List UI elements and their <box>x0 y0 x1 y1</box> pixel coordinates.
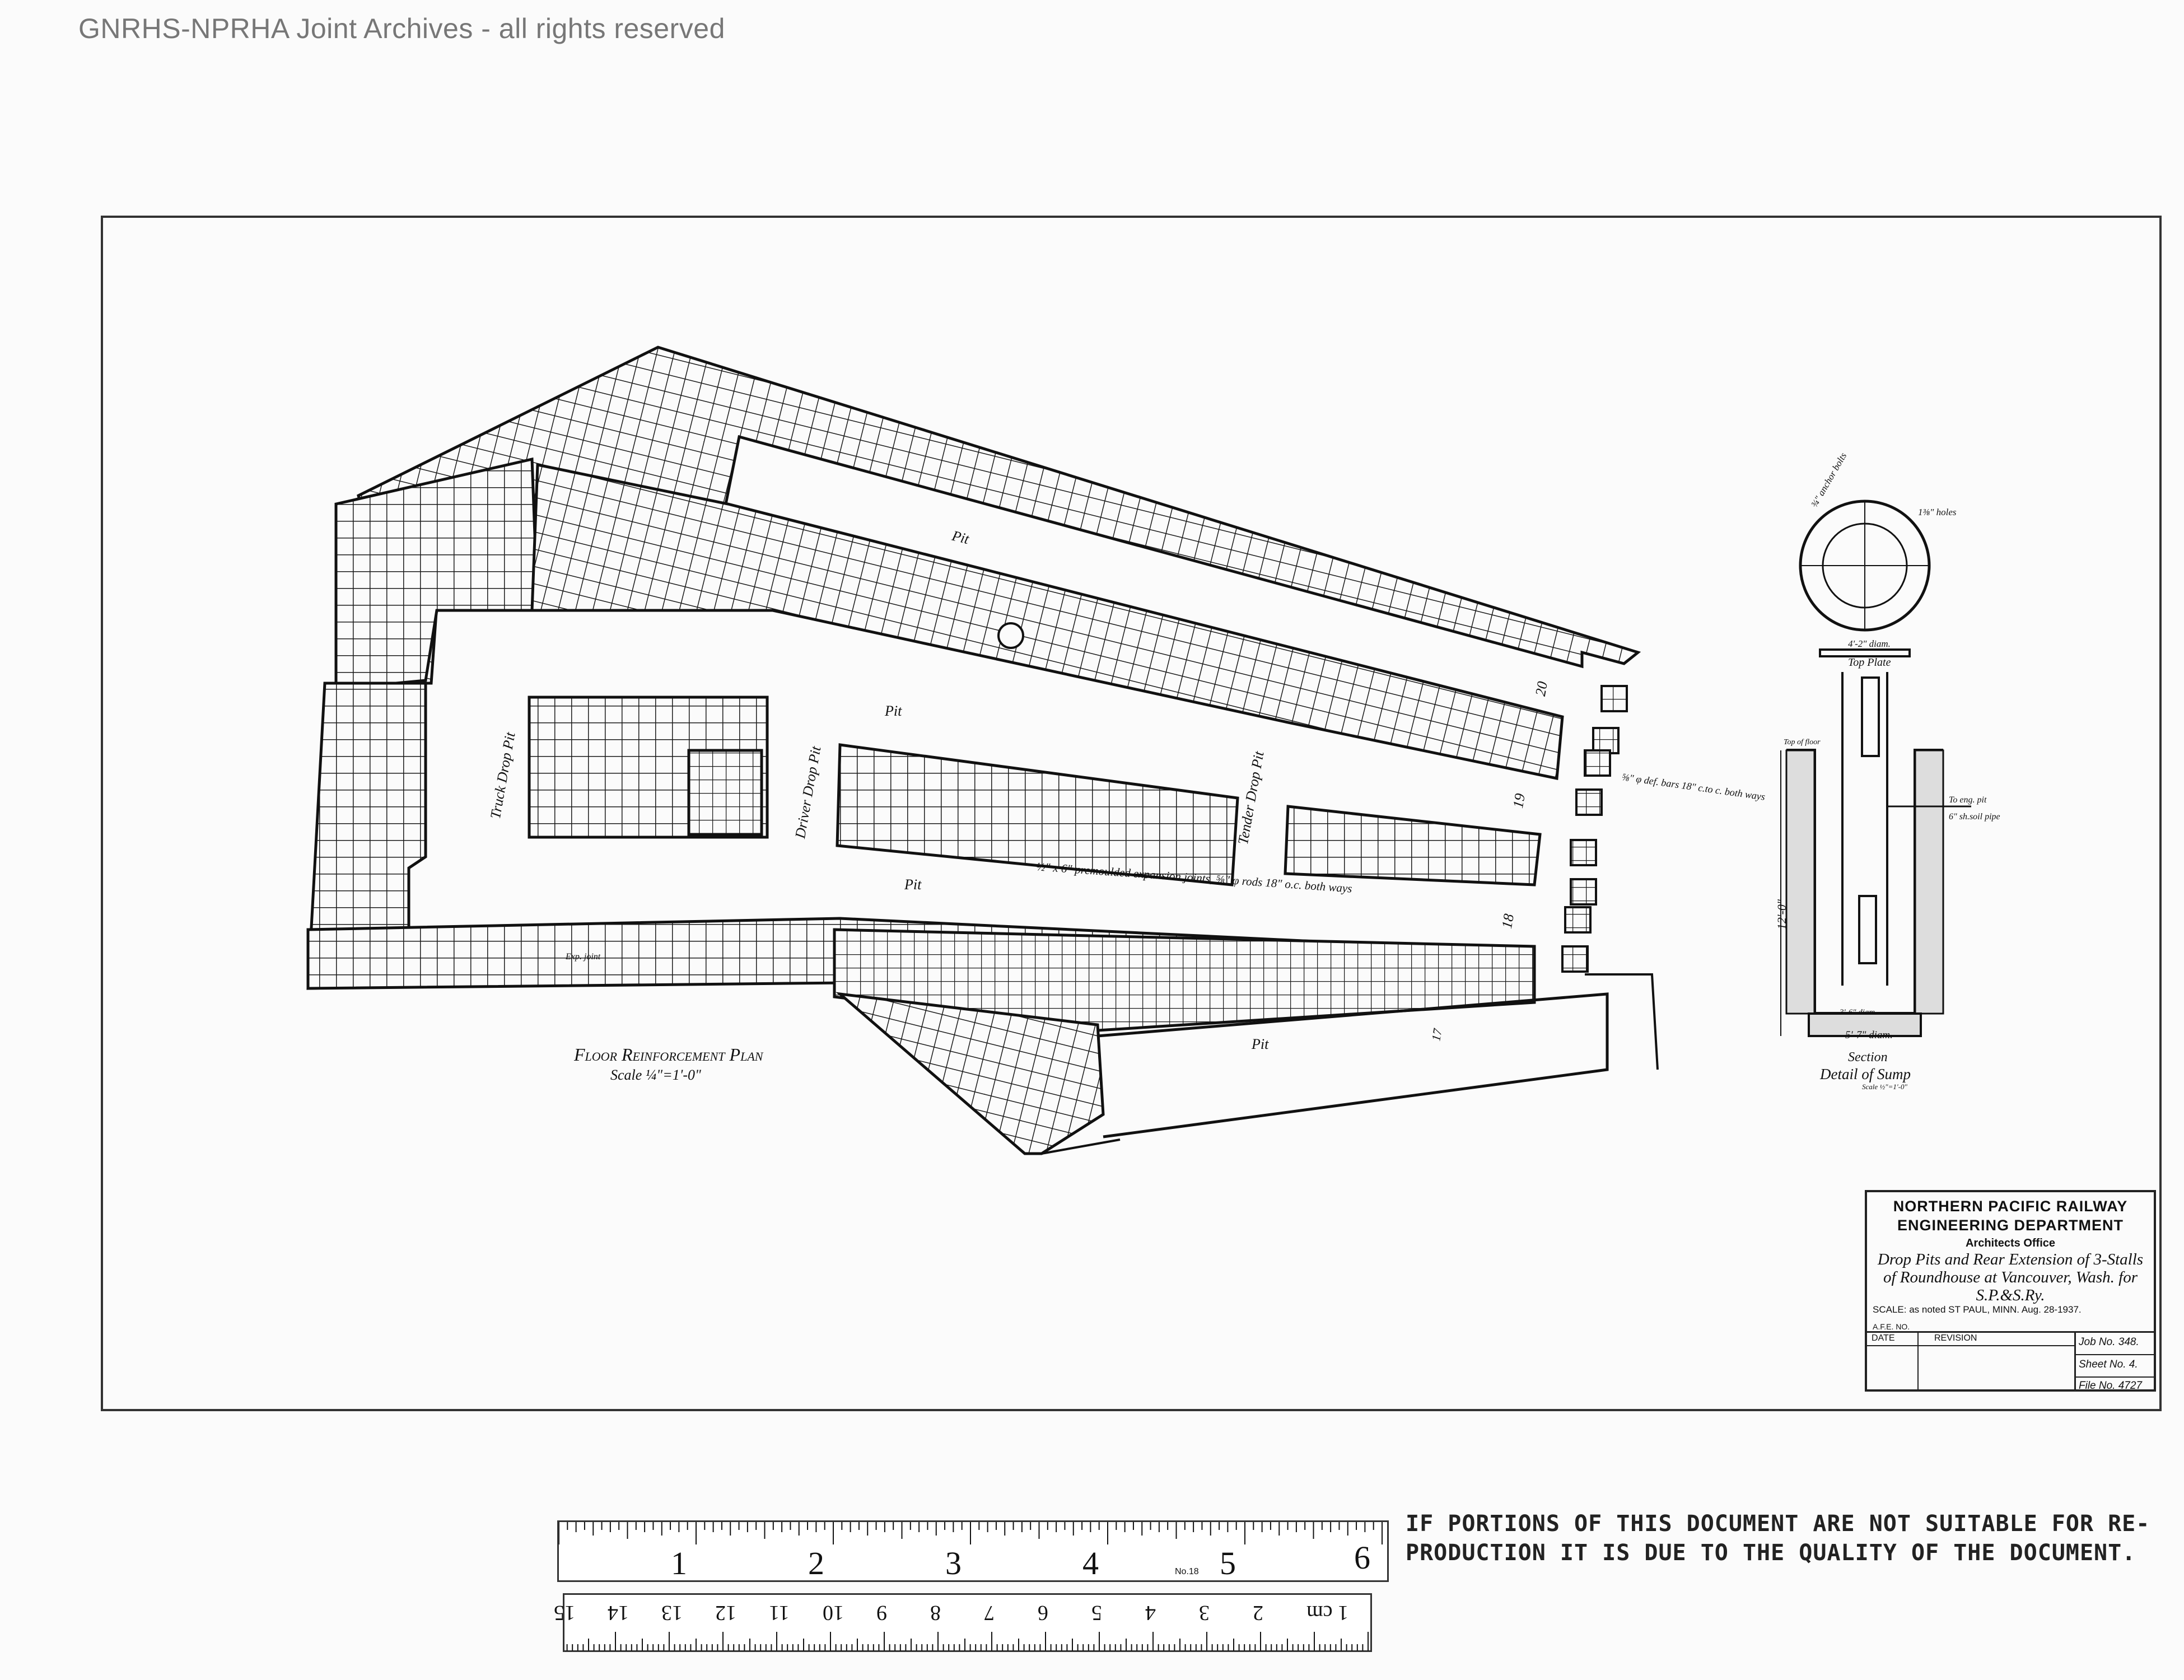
file-number: File No. 4727 <box>2079 1380 2143 1392</box>
pit-label: Pit <box>904 876 922 893</box>
afe-number: A.F.E. NO. <box>1873 1322 1910 1331</box>
second-slab <box>530 463 1564 781</box>
sump-section-title: Section <box>1848 1050 1888 1065</box>
inch-ruler: 1 2 3 4 5 6 No.18 <box>557 1520 1389 1582</box>
plan-scale: Scale ¼"=1'-0" <box>610 1067 701 1083</box>
sump-top-plate: Top Plate <box>1848 656 1891 669</box>
sump-detail <box>1780 500 1971 1037</box>
job-number: Job No. 348. <box>2079 1336 2139 1348</box>
top-slab <box>357 346 1641 685</box>
inch-number: 1 <box>671 1545 687 1581</box>
sump-dia-bottom: 5'-7" diam. <box>1845 1029 1893 1041</box>
cm-number: 7 <box>984 1601 995 1625</box>
cm-number: 4 <box>1145 1601 1156 1625</box>
triangle-slab <box>836 992 1105 1155</box>
pit-label: Pit <box>1252 1036 1269 1052</box>
stall-number: 18 <box>1498 912 1518 930</box>
lower-center-slab <box>833 928 1536 1032</box>
cm-ticks <box>566 1632 1369 1651</box>
cm-number: 10 <box>823 1601 844 1625</box>
cm-number: 15 <box>554 1601 575 1625</box>
cm-number: 11 <box>769 1601 790 1625</box>
department-name: ENGINEERING DEPARTMENT <box>1897 1217 2124 1234</box>
date-label: DATE <box>1872 1333 1895 1343</box>
notice-line-1: IF PORTIONS OF THIS DOCUMENT ARE NOT SUI… <box>1406 1511 2150 1537</box>
tender-drop-pit-slab <box>1284 805 1542 886</box>
inch-number: 2 <box>808 1545 824 1581</box>
sump-dia-top: 4'-2" diam. <box>1848 638 1891 649</box>
cm-number: 8 <box>930 1601 941 1625</box>
inch-number: 4 <box>1082 1545 1099 1581</box>
office-name: Architects Office <box>1965 1237 2056 1249</box>
revision-label: REVISION <box>1934 1333 1977 1343</box>
cm-number: 9 <box>876 1601 887 1625</box>
sump-height: 12'-0" <box>1775 899 1789 930</box>
cm-number: 13 <box>661 1601 683 1625</box>
ruler-maker: No.18 <box>1175 1567 1199 1576</box>
sump-top-of-floor: Top of floor <box>1784 738 1821 746</box>
cm-number: 3 <box>1199 1601 1210 1625</box>
cm-number: 1 cm <box>1306 1601 1348 1625</box>
driver-drop-pit-slab <box>836 743 1239 886</box>
plan-title: Floor Reinforcement Plan <box>574 1044 763 1065</box>
cm-number: 14 <box>608 1601 629 1625</box>
company-name: NORTHERN PACIFIC RAILWAY <box>1893 1198 2128 1215</box>
sump-dia-inner: 3'-6" diam. <box>1840 1008 1878 1017</box>
cm-ruler: 1 cm 2 3 4 5 6 7 8 9 10 11 12 13 14 15 <box>554 1593 1372 1652</box>
stall-number: 17 <box>1429 1027 1445 1042</box>
pit-label: Pit <box>885 703 902 719</box>
cm-number: 6 <box>1038 1601 1048 1625</box>
inch-number: 5 <box>1220 1545 1236 1581</box>
stall-number: 19 <box>1509 792 1529 810</box>
cm-number: 5 <box>1091 1601 1102 1625</box>
drawing-title: Drop Pits and Rear Extension of 3-Stalls… <box>1877 1250 2144 1304</box>
inch-ticks <box>559 1522 1383 1544</box>
sump-scale: Scale ½"=1'-0" <box>1862 1082 1907 1091</box>
title-block-grid: DATE REVISION Job No. 348. Sheet No. 4. … <box>1867 1331 2154 1392</box>
sheet-number: Sheet No. 4. <box>2079 1359 2138 1370</box>
notice-line-2: PRODUCTION IT IS DUE TO THE QUALITY OF T… <box>1406 1540 2136 1566</box>
title-block: NORTHERN PACIFIC RAILWAY ENGINEERING DEP… <box>1865 1190 2156 1392</box>
sump-soil-pipe: 6" sh.soil pipe <box>1949 812 2000 822</box>
inch-number: 6 <box>1354 1539 1370 1576</box>
sump-holes-note: 1⅜" holes <box>1918 507 1957 517</box>
drain-circle <box>997 622 1024 649</box>
cm-number: 12 <box>715 1601 736 1625</box>
inch-number: 3 <box>945 1545 962 1581</box>
sump-detail-title: Detail of Sump <box>1820 1066 1911 1082</box>
stall-number: 20 <box>1532 680 1551 698</box>
drawing-border <box>101 216 2162 1411</box>
cm-number: 2 <box>1253 1601 1263 1625</box>
reproduction-notice: IF PORTIONS OF THIS DOCUMENT ARE NOT SUI… <box>1406 1509 2150 1567</box>
pier-squares <box>1561 685 1628 973</box>
exp-joint-note: Exp. joint <box>566 952 601 962</box>
scale-line: SCALE: as noted ST PAUL, MINN. Aug. 28-1… <box>1873 1304 2082 1315</box>
sump-to-eng-pit: To eng. pit <box>1949 795 1987 805</box>
archive-watermark: GNRHS-NPRHA Joint Archives - all rights … <box>78 13 725 44</box>
rear-extension <box>1097 992 1609 1138</box>
